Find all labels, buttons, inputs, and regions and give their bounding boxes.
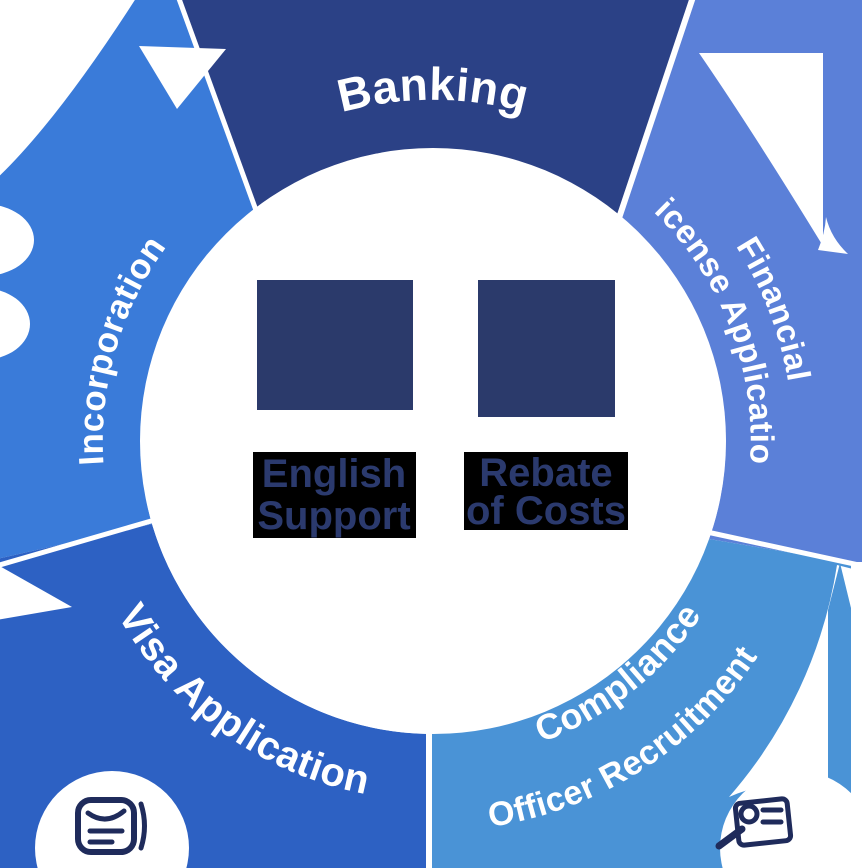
english-support-image — [257, 280, 413, 410]
notch-incorporation-curl-upper — [0, 205, 34, 275]
recruitment-search-icon — [715, 796, 794, 850]
visa-passport-icon — [75, 797, 147, 855]
rebate-of-costs-label-bg — [464, 452, 628, 530]
right-edge-trim — [851, 562, 862, 868]
rebate-of-costs-image — [478, 280, 615, 417]
notch-visa-head — [0, 566, 72, 620]
segment-banking — [178, 0, 690, 217]
rebate-of-costs-label-line2: of Costs — [466, 489, 626, 533]
english-support-label-bg — [253, 452, 416, 538]
english-support-label-line2: Support — [257, 494, 410, 538]
segment-incorporation — [0, 0, 256, 559]
notch-financial-curl — [818, 217, 848, 254]
notch-compliance-tail — [729, 565, 853, 808]
notch-incorporation-curl-lower — [0, 290, 30, 358]
rebate-of-costs-label-line1: Rebate — [479, 451, 612, 495]
notch-financial-tail — [699, 53, 823, 246]
center-items: English Support Rebate of Costs — [253, 280, 628, 538]
english-support-label-line1: English — [262, 452, 406, 496]
